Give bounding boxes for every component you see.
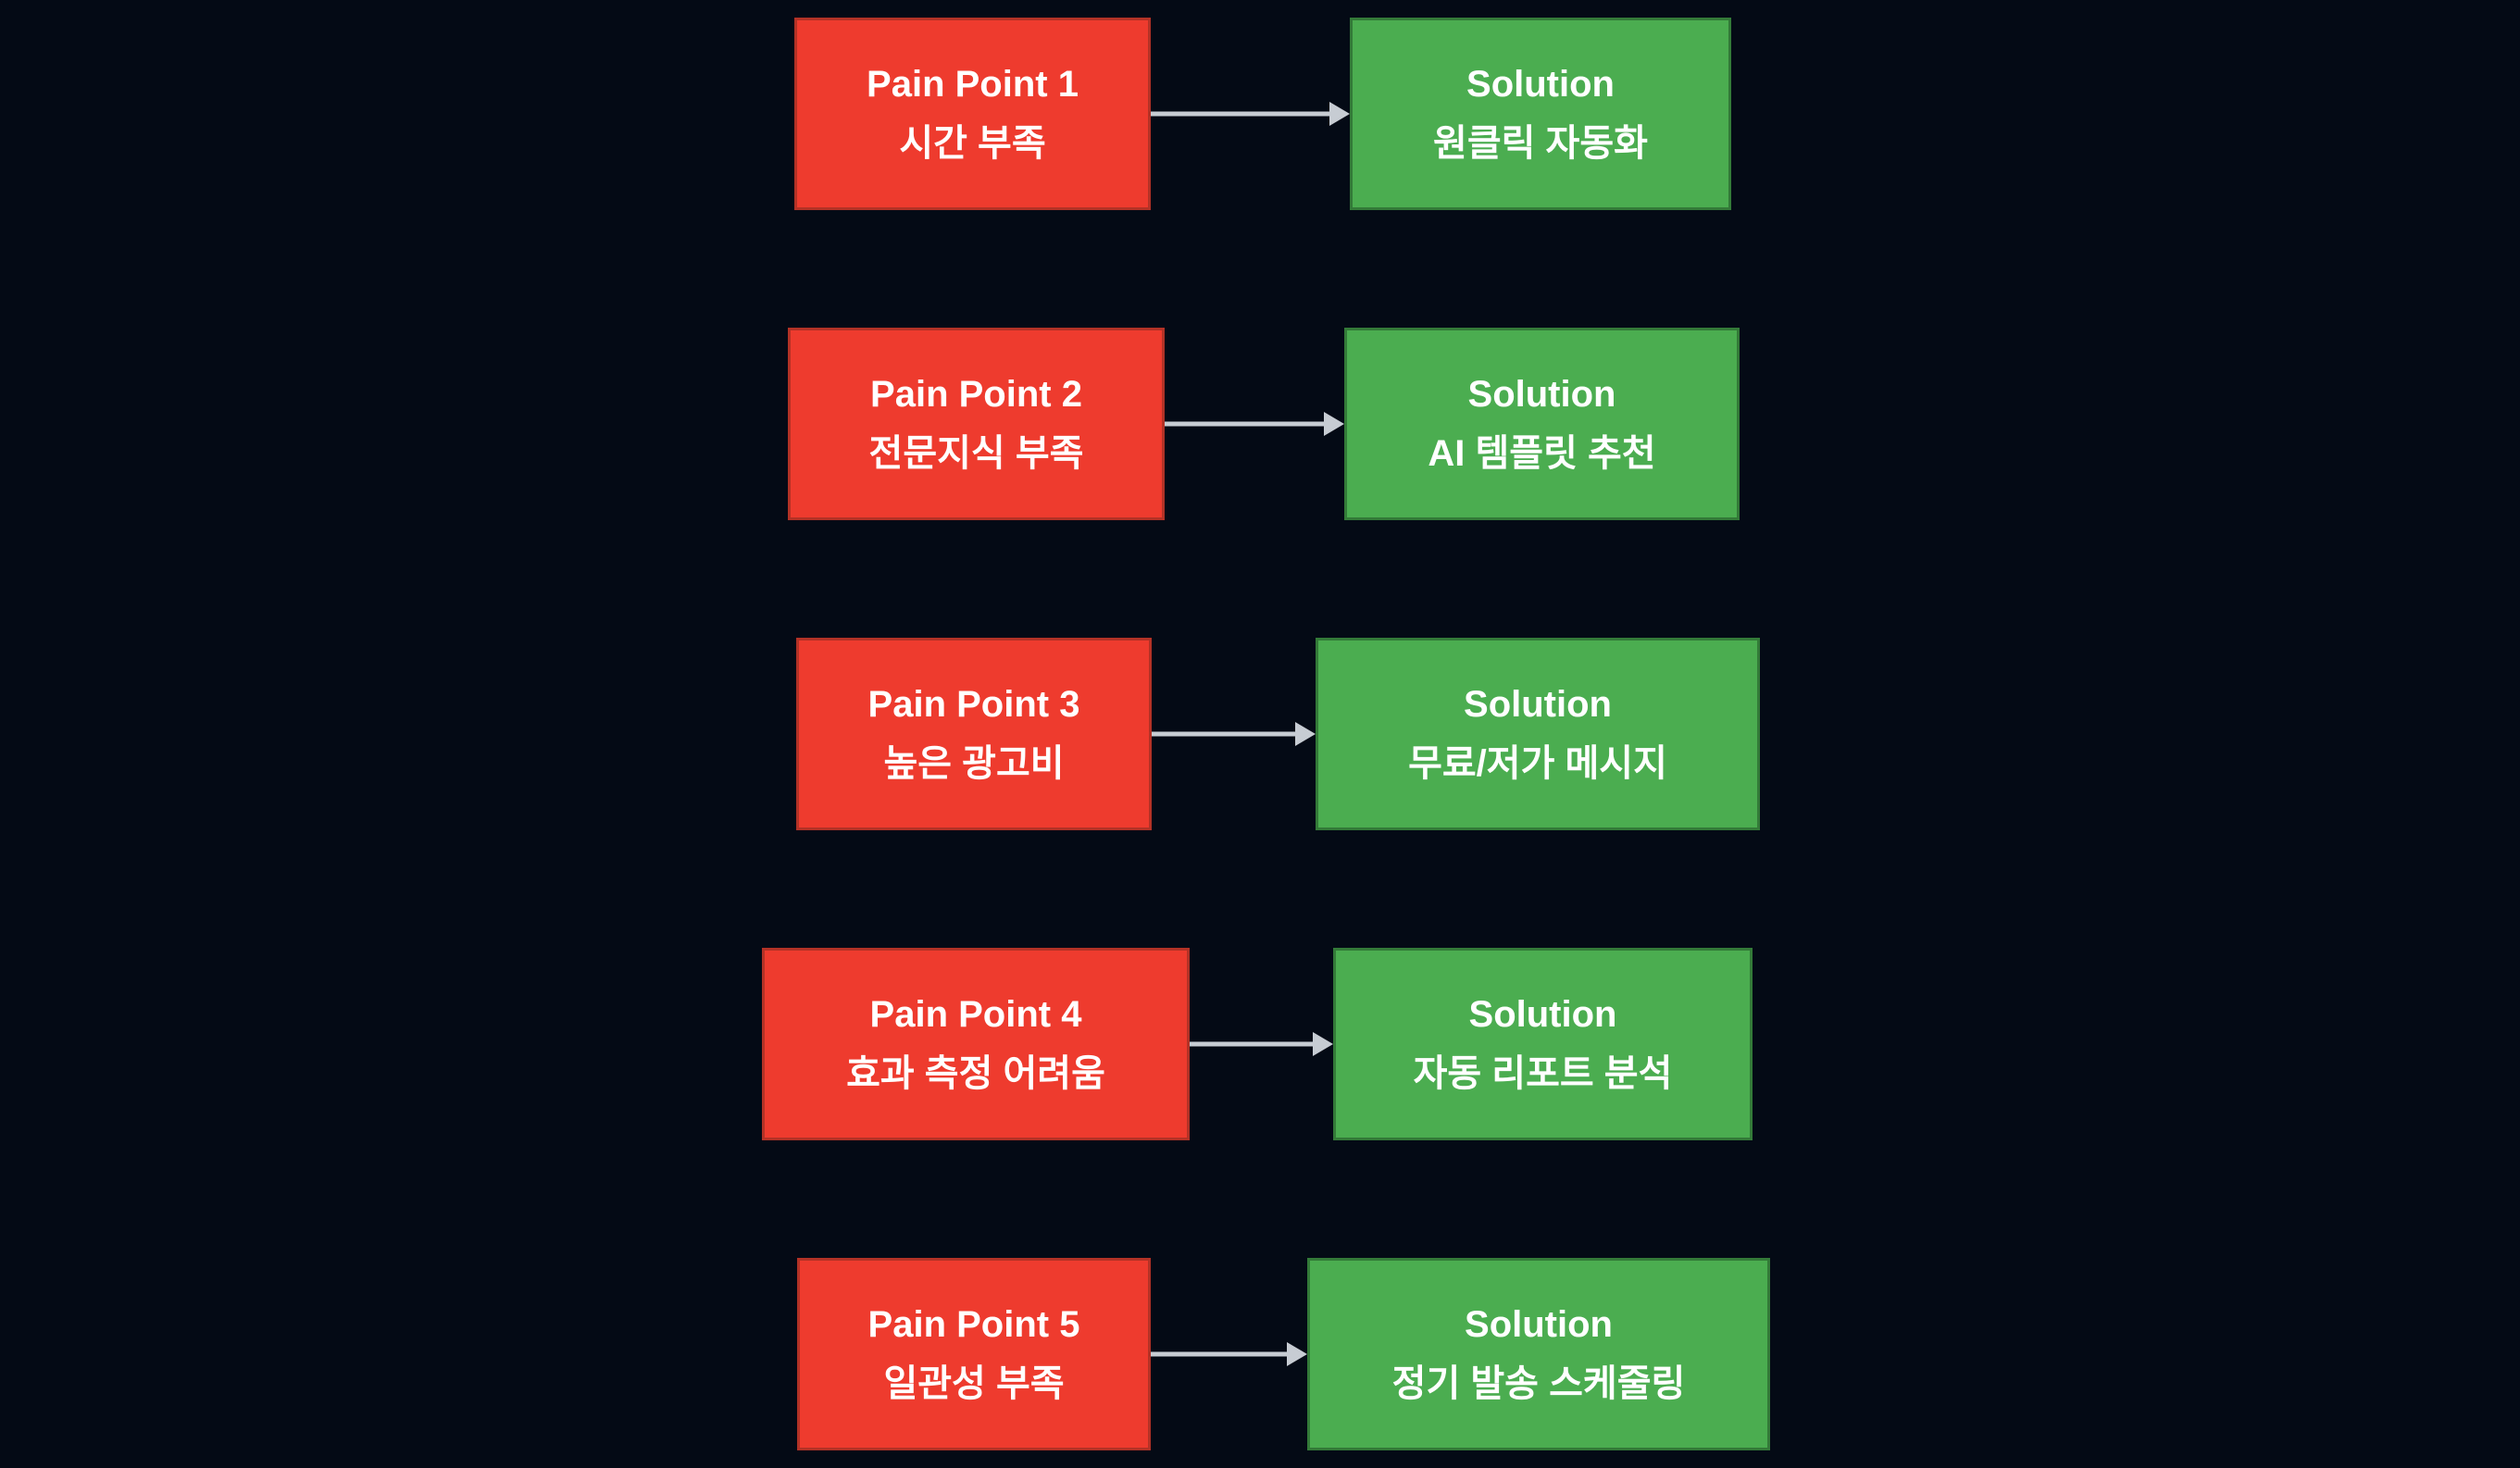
solution-label: 원클릭 자동화 bbox=[1433, 123, 1648, 164]
pain-point-label: 전문지식 부족 bbox=[868, 433, 1084, 474]
pain-point-title: Pain Point 3 bbox=[867, 684, 1080, 725]
arrow-shaft bbox=[1152, 731, 1299, 737]
pain-point-box: Pain Point 4 효과 측정 어려움 bbox=[762, 948, 1190, 1140]
pain-point-title: Pain Point 1 bbox=[867, 64, 1079, 105]
solution-box: Solution AI 템플릿 추천 bbox=[1344, 328, 1740, 520]
solution-title: Solution bbox=[1466, 64, 1615, 105]
pain-point-box: Pain Point 1 시간 부족 bbox=[794, 18, 1151, 210]
pain-point-label: 높은 광고비 bbox=[883, 743, 1065, 784]
arrow-head-icon bbox=[1329, 102, 1350, 126]
pain-point-title: Pain Point 2 bbox=[870, 374, 1082, 415]
solution-box: Solution 원클릭 자동화 bbox=[1350, 18, 1731, 210]
pain-point-label: 일관성 부족 bbox=[883, 1363, 1065, 1404]
solution-title: Solution bbox=[1465, 1304, 1613, 1345]
arrow-head-icon bbox=[1295, 722, 1316, 746]
arrow-connector bbox=[1151, 1340, 1307, 1368]
solution-box: Solution 정기 발송 스케줄링 bbox=[1307, 1258, 1770, 1450]
arrow-shaft bbox=[1190, 1041, 1316, 1047]
solution-label: 무료/저가 메시지 bbox=[1408, 743, 1667, 784]
solution-title: Solution bbox=[1468, 994, 1617, 1035]
arrow-shaft bbox=[1151, 1351, 1291, 1357]
arrow-connector bbox=[1152, 720, 1316, 748]
arrow-head-icon bbox=[1324, 412, 1344, 436]
pain-point-label: 효과 측정 어려움 bbox=[846, 1053, 1105, 1094]
pain-point-label: 시간 부족 bbox=[899, 123, 1046, 164]
arrow-head-icon bbox=[1313, 1032, 1333, 1056]
solution-title: Solution bbox=[1467, 374, 1616, 415]
arrow-shaft bbox=[1165, 421, 1328, 427]
solution-title: Solution bbox=[1464, 684, 1612, 725]
arrow-connector bbox=[1151, 100, 1350, 128]
solution-label: AI 템플릿 추천 bbox=[1428, 433, 1656, 474]
arrow-connector bbox=[1190, 1030, 1333, 1058]
arrow-head-icon bbox=[1287, 1342, 1307, 1366]
solution-label: 정기 발송 스케줄링 bbox=[1391, 1363, 1686, 1404]
solution-box: Solution 자동 리포트 분석 bbox=[1333, 948, 1753, 1140]
pain-point-box: Pain Point 3 높은 광고비 bbox=[796, 638, 1152, 830]
solution-label: 자동 리포트 분석 bbox=[1413, 1053, 1673, 1094]
pain-point-box: Pain Point 2 전문지식 부족 bbox=[788, 328, 1165, 520]
solution-box: Solution 무료/저가 메시지 bbox=[1316, 638, 1760, 830]
pain-point-title: Pain Point 5 bbox=[867, 1304, 1080, 1345]
arrow-connector bbox=[1165, 410, 1344, 438]
pain-point-box: Pain Point 5 일관성 부족 bbox=[797, 1258, 1151, 1450]
pain-point-title: Pain Point 4 bbox=[869, 994, 1082, 1035]
arrow-shaft bbox=[1151, 111, 1333, 117]
